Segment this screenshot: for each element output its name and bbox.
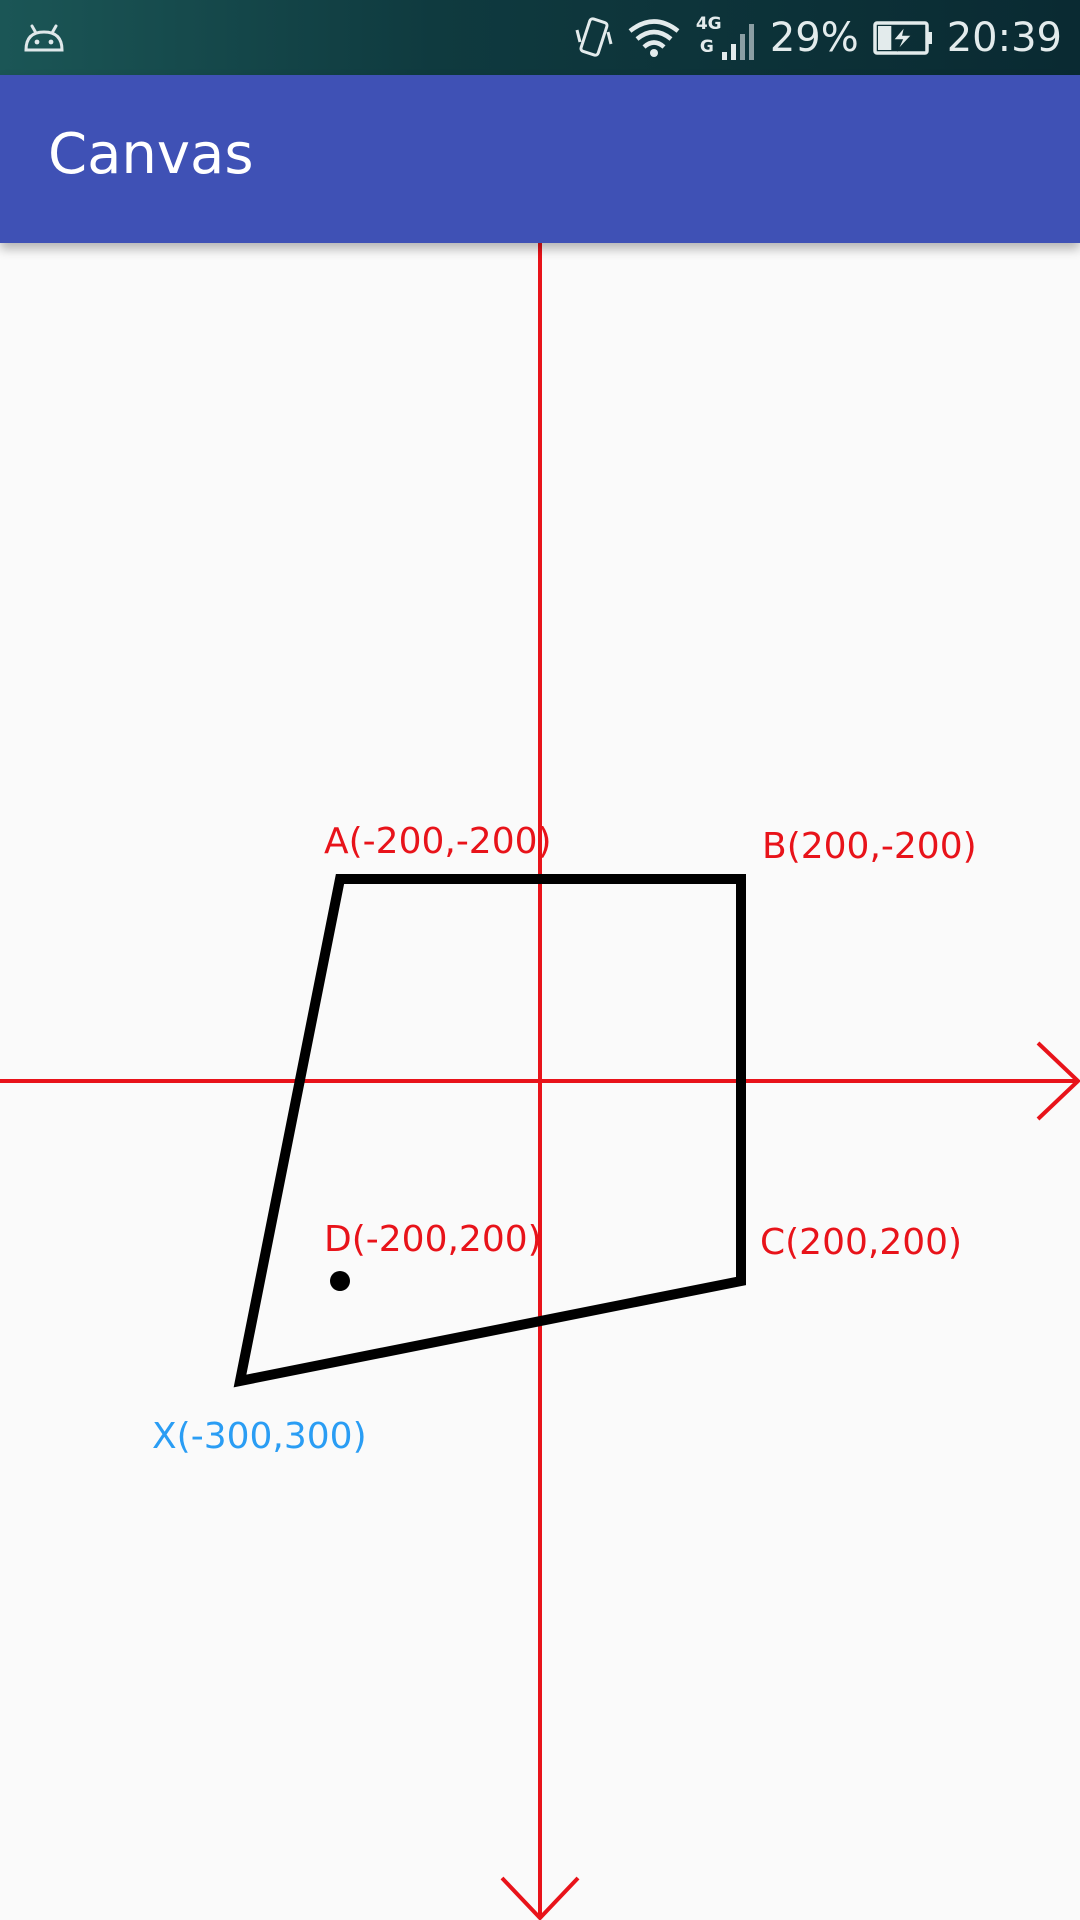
point-d-label: D(-200,200)	[324, 1219, 542, 1260]
vibrate-icon	[575, 16, 613, 57]
point-a-label: A(-200,-200)	[324, 821, 552, 862]
point-x-label: X(-300,300)	[152, 1416, 367, 1457]
point-d-dot	[330, 1271, 350, 1291]
y-axis-arrow-icon	[500, 1876, 580, 1920]
drawing-canvas: A(-200,-200) B(200,-200) C(200,200) D(-2…	[0, 243, 1080, 1920]
status-bar: 4G G 29% 20:39	[0, 0, 1080, 75]
page-title: Canvas	[48, 122, 254, 187]
signal-4g-icon: 4G G	[694, 8, 756, 68]
status-icons: 4G G 29% 20:39	[574, 0, 1062, 75]
network-type-bottom: G	[699, 36, 714, 57]
wifi-icon	[628, 18, 680, 57]
battery-charging-icon	[872, 20, 932, 55]
android-icon	[24, 24, 64, 52]
point-c-label: C(200,200)	[760, 1222, 963, 1263]
canvas-drawing	[0, 243, 1080, 1920]
app-bar: Canvas	[0, 75, 1080, 243]
clock: 20:39	[946, 14, 1062, 61]
x-axis-arrow-icon	[1036, 1041, 1080, 1121]
point-b-label: B(200,-200)	[762, 826, 977, 867]
quadrilateral-path	[233, 874, 746, 1388]
battery-percent: 29%	[769, 14, 859, 61]
network-type-top: 4G	[695, 13, 722, 34]
